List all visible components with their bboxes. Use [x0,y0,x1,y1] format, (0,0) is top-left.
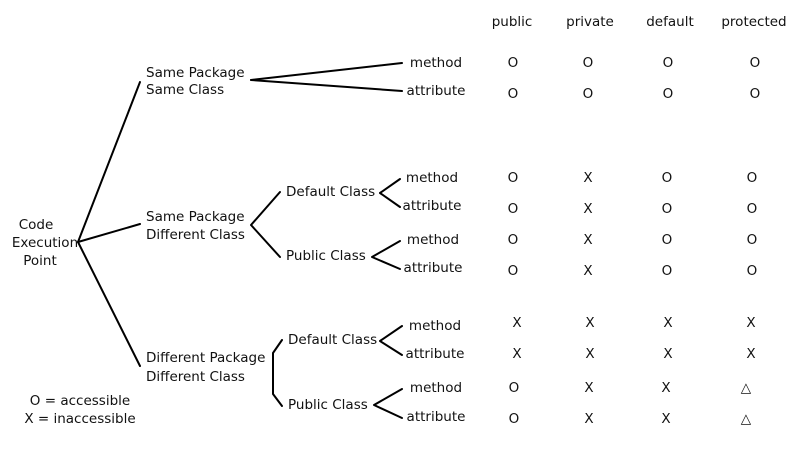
access-cell: O [749,86,761,102]
class-node-dp-default: Default Class [288,332,378,348]
access-cell: X [583,232,593,248]
access-cell: X [661,411,671,427]
class-node-sp-public: Public Class [286,248,366,264]
group-same-class-line-1: Same Package [146,65,245,81]
member-label: attribute [406,83,466,99]
edge-root-different-package [77,241,141,367]
member-label: method [409,55,463,71]
access-cell: △ [740,411,752,427]
member-label: attribute [406,409,466,425]
access-cell: O [507,170,519,186]
access-cell: O [508,411,520,427]
edge-root-same-class [77,81,141,243]
access-cell: X [512,346,522,362]
class-node-sp-default: Default Class [286,184,376,200]
access-cell: X [584,380,594,396]
member-label: attribute [405,346,465,362]
access-cell: X [583,170,593,186]
access-cell: X [661,380,671,396]
root-label-line-1: Code [18,217,54,233]
edge-sp-public-members [371,240,401,270]
edge-same-package-classes [250,191,281,258]
member-label: method [408,318,462,334]
access-cell: X [585,315,595,331]
group-different-package-line-2: Different Class [146,369,245,385]
member-label: method [406,232,460,248]
root-label-line-2: Execution [11,235,79,251]
access-cell: O [507,201,519,217]
edge-dp-public-members [373,388,403,419]
legend-accessible: O = accessible [29,393,131,409]
root-label-line-3: Point [23,253,57,269]
column-header-protected: protected [721,14,787,30]
access-cell: O [661,201,673,217]
edge-root-same-package [77,223,141,243]
group-same-package-line-2: Different Class [146,227,245,243]
access-cell: O [507,263,519,279]
class-node-dp-public: Public Class [288,397,368,413]
access-cell: O [582,55,594,71]
access-cell: O [662,86,674,102]
access-cell: O [507,86,519,102]
access-cell: X [584,411,594,427]
access-cell: X [746,346,756,362]
access-cell: X [585,346,595,362]
group-same-package-line-1: Same Package [146,209,245,225]
access-cell: O [662,55,674,71]
edge-different-package-classes [272,339,283,407]
access-cell: O [746,201,758,217]
group-same-class-line-2: Same Class [146,82,225,98]
legend-inaccessible: X = inaccessible [24,411,136,427]
column-header-private: private [566,14,614,30]
member-label: attribute [403,260,463,276]
member-label: method [409,380,463,396]
access-cell: X [512,315,522,331]
column-header-default: default [646,14,694,30]
access-cell: O [749,55,761,71]
access-cell: X [663,315,673,331]
edge-dp-default-members [379,325,403,356]
member-label: attribute [402,198,462,214]
access-cell: O [746,263,758,279]
access-cell: X [746,315,756,331]
access-cell: O [507,232,519,248]
column-header-public: public [491,14,533,30]
edge-same-class-attribute [250,79,403,92]
access-cell: O [661,263,673,279]
group-different-package-line-1: Different Package [146,350,266,366]
access-cell: O [507,55,519,71]
access-cell: X [583,263,593,279]
member-label: method [405,170,459,186]
access-cell: O [661,170,673,186]
access-cell: O [582,86,594,102]
access-cell: O [661,232,673,248]
access-cell: X [663,346,673,362]
edge-same-class-method [250,62,403,81]
access-cell: O [746,232,758,248]
access-cell: △ [740,380,752,396]
access-cell: O [746,170,758,186]
access-cell: O [508,380,520,396]
edge-sp-default-members [379,178,401,208]
access-cell: X [583,201,593,217]
